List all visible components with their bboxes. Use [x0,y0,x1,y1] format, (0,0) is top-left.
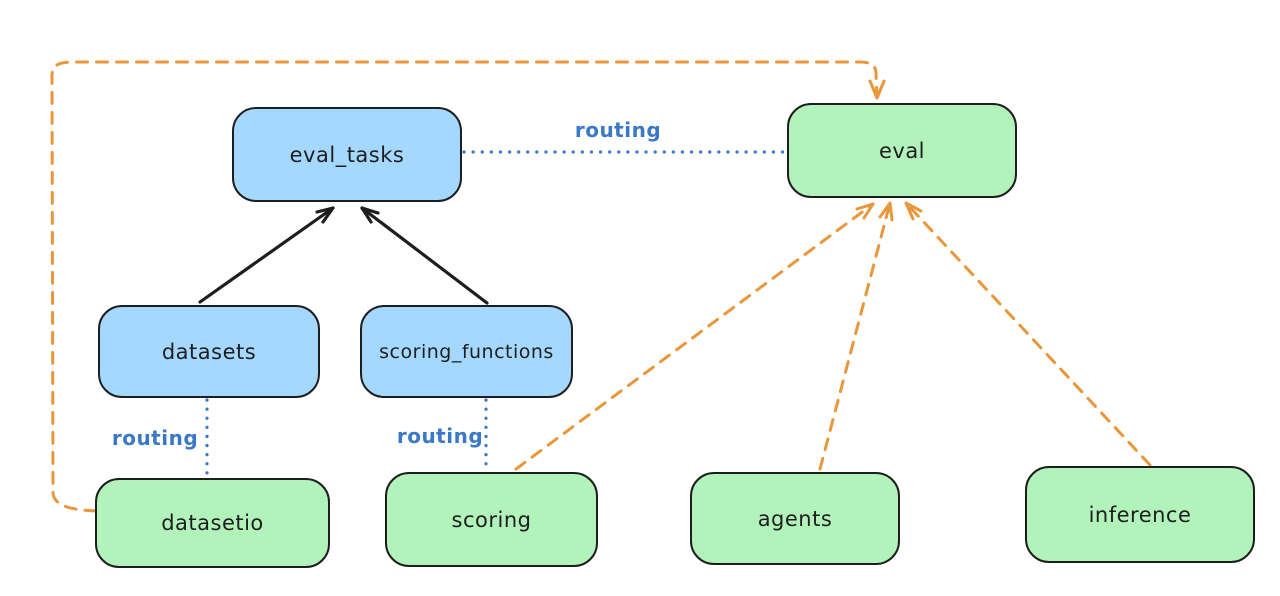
node-datasetio-label: datasetio [161,511,264,535]
routing-label-scoring-functions-scoring: routing [396,424,484,448]
arrowhead [315,206,335,224]
node-eval-label: eval [878,138,926,163]
edge-inference-to-eval [904,201,1152,467]
arrowhead [868,79,886,100]
node-eval-tasks-label: eval_tasks [289,142,405,167]
arrowhead [904,201,923,221]
node-agents-label: agents [757,506,833,531]
node-scoring-functions: scoring_functions [360,305,573,398]
arrowhead [878,201,894,222]
edge-scoring-functions-to-eval-tasks [360,206,489,305]
edge-datasetio-to-eval [50,60,886,513]
arrowhead [855,202,875,220]
routing-label-eval-tasks-eval: routing [574,118,662,142]
node-datasets-label: datasets [161,339,257,364]
node-scoring-label: scoring [451,507,532,532]
node-agents: agents [690,472,900,565]
routing-label-datasets-datasetio: routing [111,426,199,450]
arrowhead [360,206,380,224]
edge-agents-to-eval [818,201,894,471]
edge-datasets-to-eval-tasks [198,206,335,304]
node-datasetio: datasetio [95,478,330,568]
node-eval-tasks: eval_tasks [232,107,462,202]
node-datasets: datasets [98,305,320,398]
node-scoring: scoring [385,472,598,567]
node-eval: eval [787,103,1017,198]
node-inference-label: inference [1088,502,1192,527]
node-inference: inference [1025,466,1255,563]
edge-scoring-to-eval [514,202,875,471]
node-scoring-functions-label: scoring_functions [379,340,554,363]
